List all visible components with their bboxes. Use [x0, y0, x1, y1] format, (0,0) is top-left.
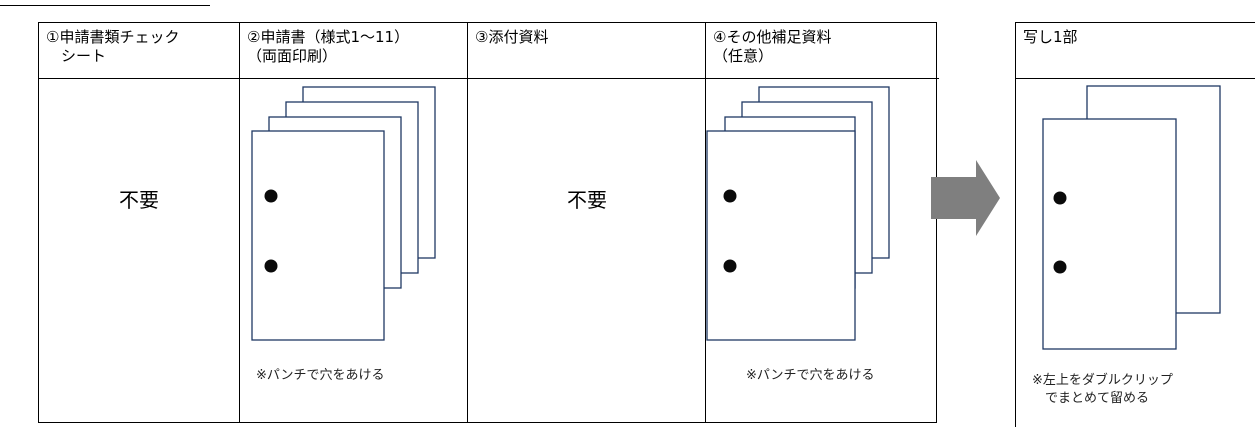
page-sheet [251, 130, 385, 341]
punch-note: ※パンチで穴をあける [746, 368, 875, 383]
page-sheet [706, 130, 856, 341]
document-stack-icon [1042, 85, 1221, 350]
column-application: ②申請書（様式1～11） （両面印刷） ※パンチで穴をあける [239, 23, 468, 422]
column-header: ①申請書類チェック シート [39, 23, 239, 79]
column-header: ②申請書（様式1～11） （両面印刷） [240, 23, 468, 79]
clip-note: ※左上をダブルクリップ でまとめて留める [1032, 373, 1173, 406]
punch-hole-icon [1053, 191, 1067, 205]
column-attachments: ③添付資料 不要 [467, 23, 706, 422]
column-checklist: ①申請書類チェック シート 不要 [39, 23, 239, 422]
header-text: ④その他補足資料 （任意） [713, 28, 832, 65]
punch-hole-icon [723, 259, 737, 273]
document-stack-icon [706, 86, 890, 341]
column-header: ③添付資料 [468, 23, 706, 79]
page-sheet [1042, 118, 1177, 350]
punch-hole-icon [264, 189, 278, 203]
header-text: 写し1部 [1023, 28, 1078, 46]
document-stack-icon [251, 86, 436, 341]
column-supplementary: ④その他補足資料 （任意） ※パンチで穴をあける [705, 23, 939, 422]
punch-hole-icon [1053, 260, 1067, 274]
top-rule [0, 5, 210, 6]
punch-note: ※パンチで穴をあける [256, 368, 385, 383]
not-required-label: 不要 [567, 188, 607, 212]
header-text: ③添付資料 [475, 28, 549, 46]
submission-table: ①申請書類チェック シート 不要 ②申請書（様式1～11） （両面印刷） ※パン… [38, 22, 939, 423]
not-required-label: 不要 [119, 188, 159, 212]
column-header: ④その他補足資料 （任意） [706, 23, 939, 79]
header-text: ①申請書類チェック シート [46, 28, 180, 65]
punch-hole-icon [723, 189, 737, 203]
header-text: ②申請書（様式1～11） （両面印刷） [247, 28, 410, 65]
arrow-right-icon [931, 160, 1000, 236]
column-header: 写し1部 [1016, 23, 1255, 79]
copy-column: 写し1部 ※左上をダブルクリップ でまとめて留める [1015, 22, 1255, 427]
punch-hole-icon [264, 259, 278, 273]
